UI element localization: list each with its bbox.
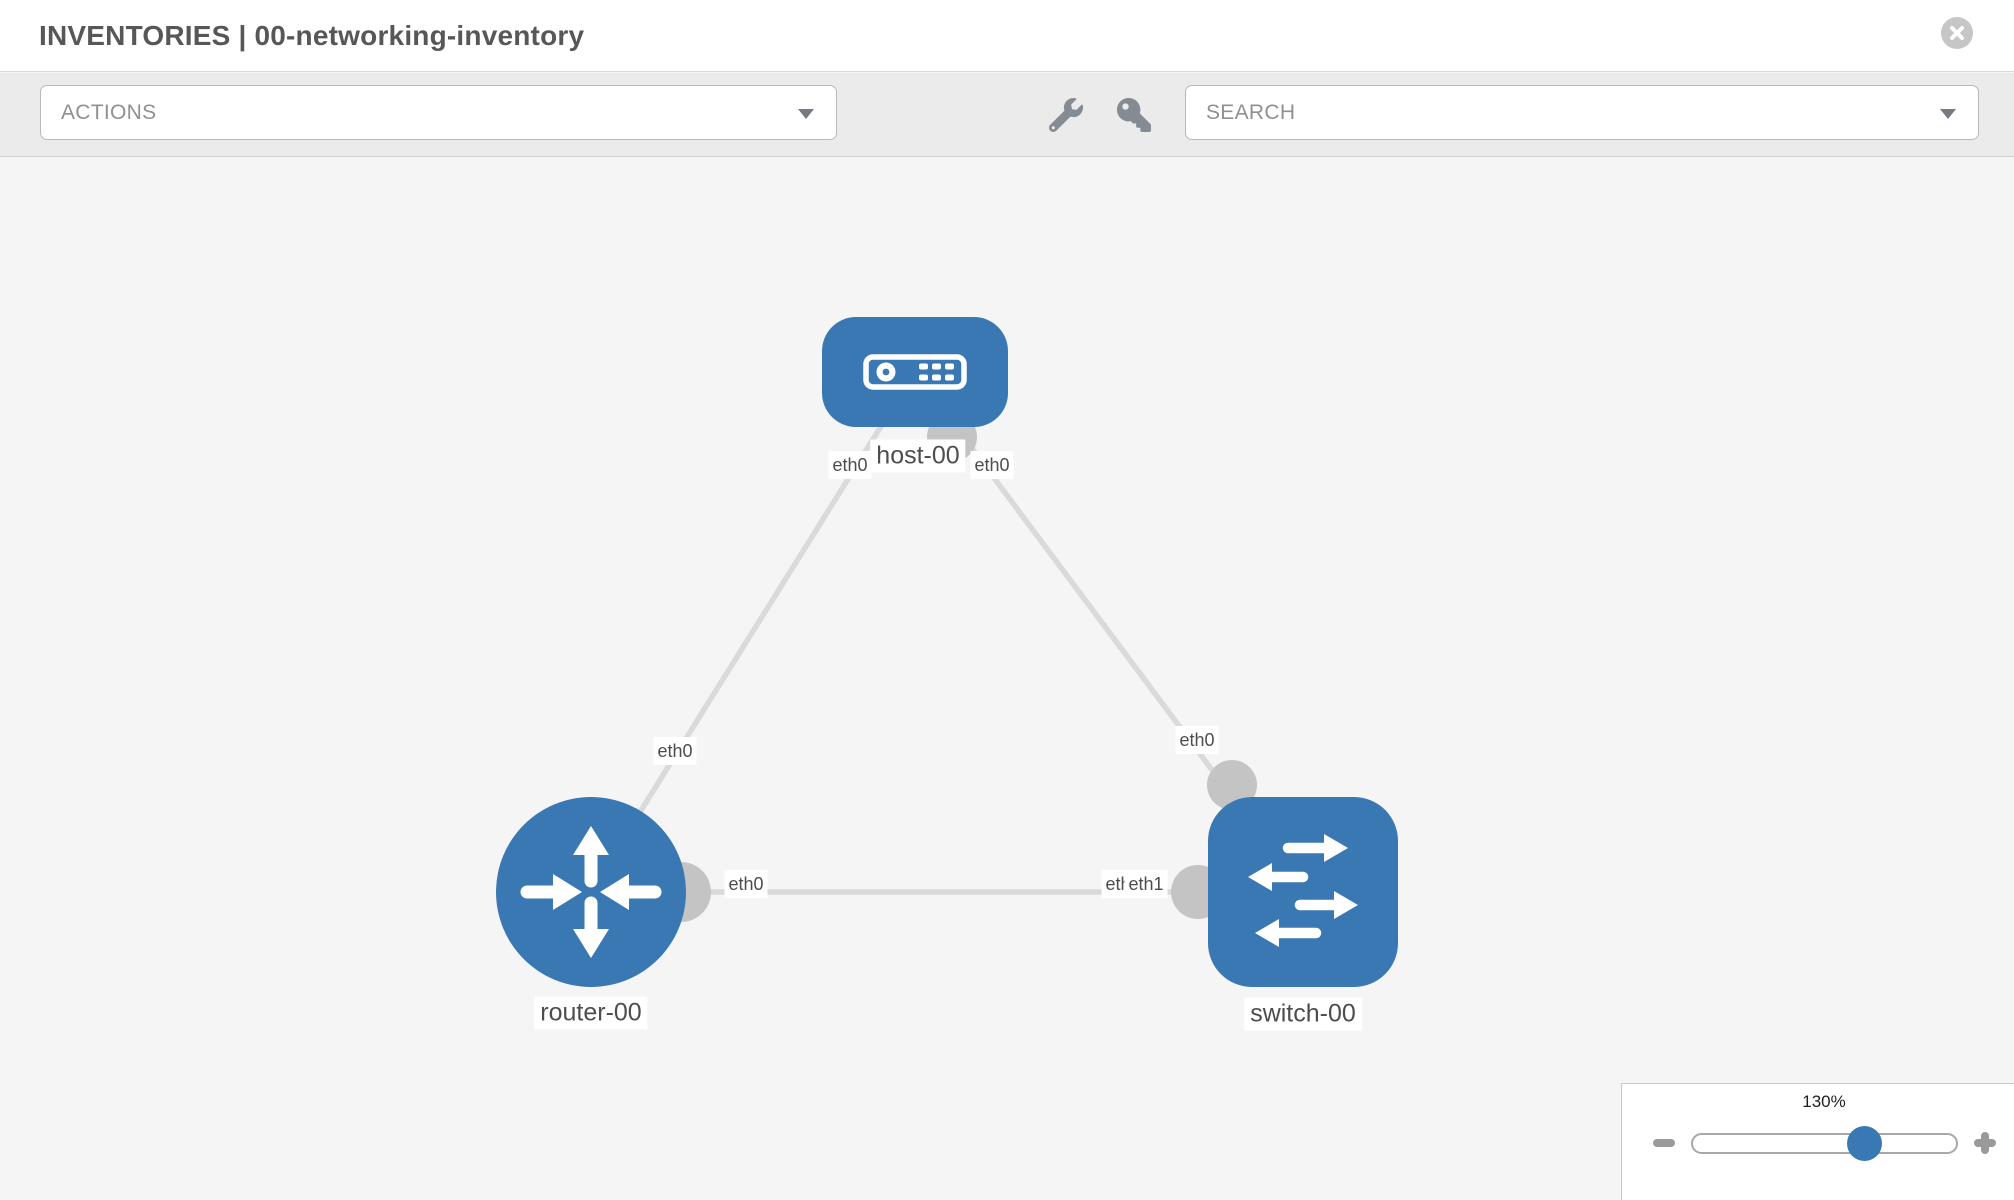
iface-label: eth0 (1175, 726, 1219, 754)
zoom-in-button[interactable] (1974, 1132, 1996, 1154)
node-router-00[interactable] (496, 797, 686, 987)
zoom-slider-track[interactable] (1691, 1133, 1958, 1154)
actions-dropdown-label: ACTIONS (61, 100, 157, 124)
iface-label: eth0 (970, 451, 1014, 479)
page-title: INVENTORIES | 00-networking-inventory (39, 19, 585, 51)
iface-label: eth0 (724, 870, 768, 898)
actions-dropdown[interactable]: ACTIONS (40, 85, 837, 140)
search-dropdown[interactable]: SEARCH (1185, 85, 1979, 140)
chevron-down-icon (1940, 108, 1956, 119)
zoom-level-label: 130% (1802, 1092, 1846, 1111)
chevron-down-icon (798, 108, 814, 119)
zoom-out-button[interactable] (1653, 1139, 1675, 1147)
node-label-switch-00: switch-00 (1244, 997, 1362, 1031)
router-icon (520, 826, 662, 958)
node-label-host-00: host-00 (870, 439, 966, 473)
key-icon (1117, 98, 1151, 132)
credentials-button[interactable] (1112, 93, 1156, 137)
close-button[interactable] (1941, 17, 1973, 49)
close-icon (1950, 26, 1964, 40)
toolbar: ACTIONS SEARCH (0, 73, 2014, 157)
iface-label: eth1 (1124, 870, 1168, 898)
switch-icon (1248, 834, 1358, 947)
iface-label: eth0 (828, 451, 872, 479)
configure-button[interactable] (1044, 93, 1088, 137)
wrench-icon (1049, 98, 1083, 132)
zoom-control-panel: 130% (1621, 1083, 2014, 1200)
iface-label: eth0 (653, 737, 697, 765)
node-host-00[interactable] (822, 317, 1008, 427)
header: INVENTORIES | 00-networking-inventory (0, 0, 2014, 72)
host-icon (863, 354, 967, 390)
search-dropdown-label: SEARCH (1206, 100, 1296, 124)
node-label-router-00: router-00 (534, 996, 648, 1030)
node-switch-00[interactable] (1208, 797, 1398, 987)
zoom-slider-thumb[interactable] (1847, 1126, 1883, 1161)
